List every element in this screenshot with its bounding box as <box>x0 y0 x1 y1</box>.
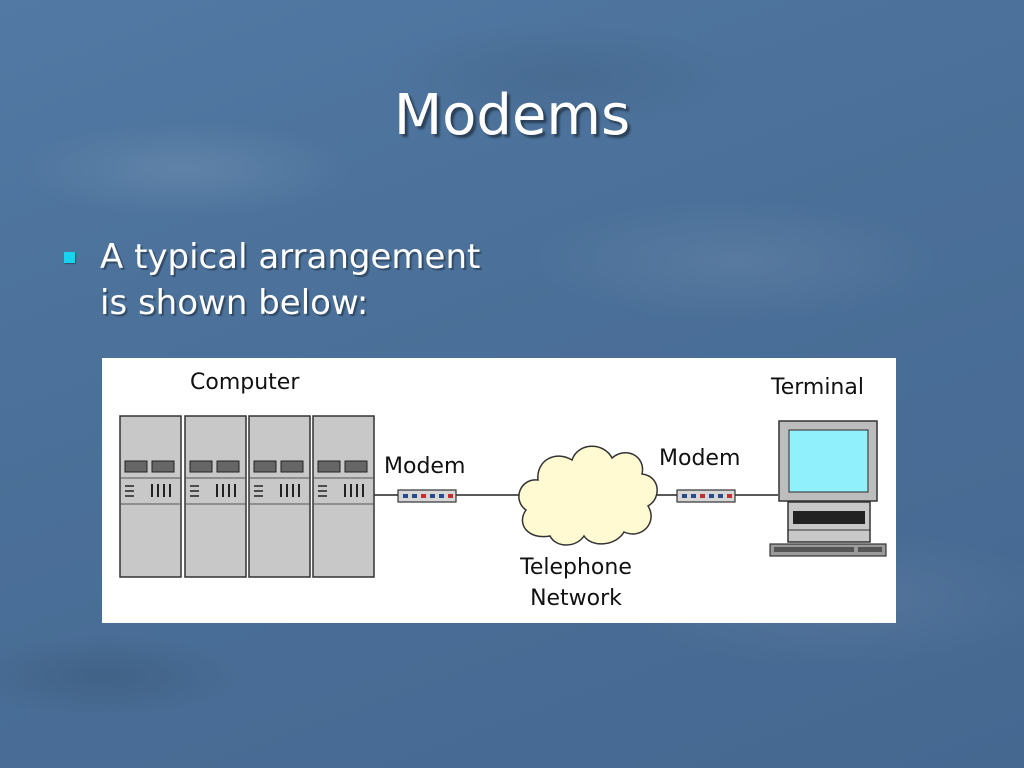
modem-left-icon <box>397 489 457 503</box>
server-cabinet <box>248 415 311 578</box>
telephone-network-cloud-icon <box>518 445 658 546</box>
bullet-text: A typical arrangement is shown below: <box>100 234 520 326</box>
server-cabinet <box>184 415 247 578</box>
diagram-graphics <box>119 415 887 578</box>
modem-right-icon <box>676 489 736 503</box>
terminal-label: Terminal <box>771 375 864 400</box>
slide-title: Modems <box>393 83 631 148</box>
server-cabinet <box>119 415 182 578</box>
modem-diagram: Computer Terminal Modem Modem Telephone … <box>102 358 896 623</box>
square-bullet-icon <box>64 252 75 263</box>
bullet-text-line-1: A typical arrangement <box>100 237 481 277</box>
server-cabinet <box>312 415 375 578</box>
computer-rack-icon <box>119 415 375 578</box>
modem-right-label: Modem <box>659 446 741 471</box>
computer-label: Computer <box>190 370 300 395</box>
network-label-line-2: Network <box>530 586 622 611</box>
terminal-icon <box>769 420 887 557</box>
network-label-line-1: Telephone <box>520 555 632 580</box>
telephone-network-label: Telephone Network <box>498 557 654 610</box>
bullet-text-line-2: is shown below: <box>100 283 369 323</box>
modem-left-label: Modem <box>384 454 466 479</box>
